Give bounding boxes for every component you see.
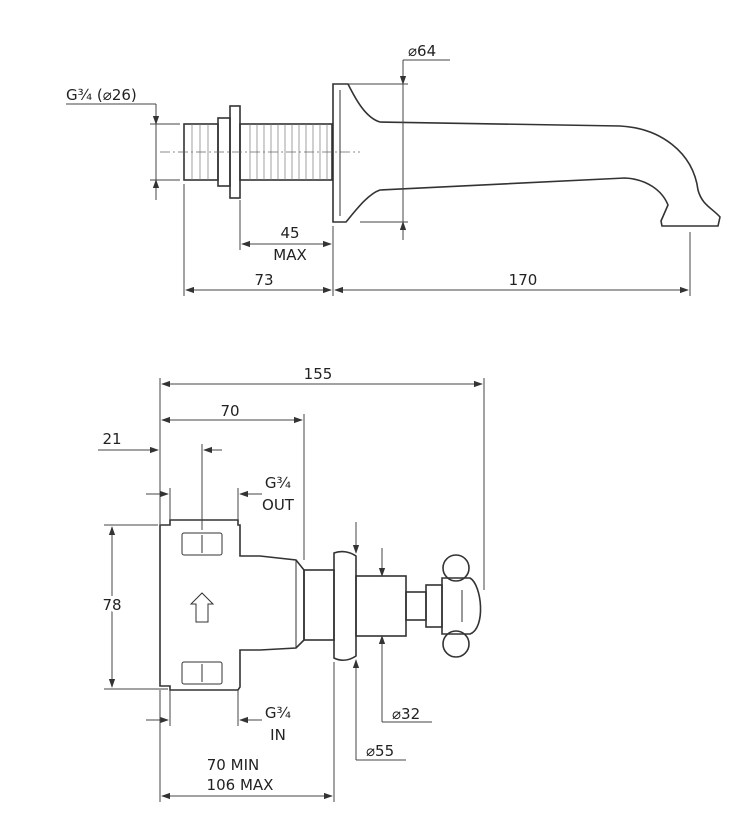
inlet-offset-label: 21 [102,430,121,448]
max-protrusion-label: 45 [280,224,299,242]
handle-knob-bottom [442,630,470,658]
threaded-inlet [160,105,360,199]
flow-arrow-icon [189,592,215,623]
thread-size-label: G¾ (⌀26) [66,86,137,104]
depth-min-label: 70 MIN [207,756,259,774]
spindle-diameter-label: ⌀32 [392,705,420,723]
flange-diameter-label: ⌀55 [366,742,394,760]
valve-side-view [159,519,482,691]
spout-reach-label: 170 [509,271,538,289]
spout-side-view [160,83,721,227]
body-length-label: 73 [254,271,273,289]
top-dimensions: G¾ (⌀26) ⌀64 45 MAX 73 170 [66,42,691,296]
spout-body [332,83,721,227]
body-height-label: 78 [102,596,121,614]
inlet-thread-label: G¾ [265,704,292,722]
overall-length-label: 155 [304,365,333,383]
outlet-thread-label: G¾ [265,474,292,492]
bottom-dimensions: 155 70 21 G¾ OUT 78 G¾ IN ⌀32 [98,365,485,802]
outlet-suffix: OUT [262,496,295,514]
valve-to-wall-label: 70 [220,402,239,420]
handle-assembly [333,550,482,661]
spout-diameter-label: ⌀64 [408,42,436,60]
valve-body [159,519,335,691]
inlet-suffix: IN [270,726,286,744]
depth-max-label: 106 MAX [207,776,274,794]
handle-knob-top [442,554,470,582]
max-protrusion-suffix: MAX [273,246,306,264]
